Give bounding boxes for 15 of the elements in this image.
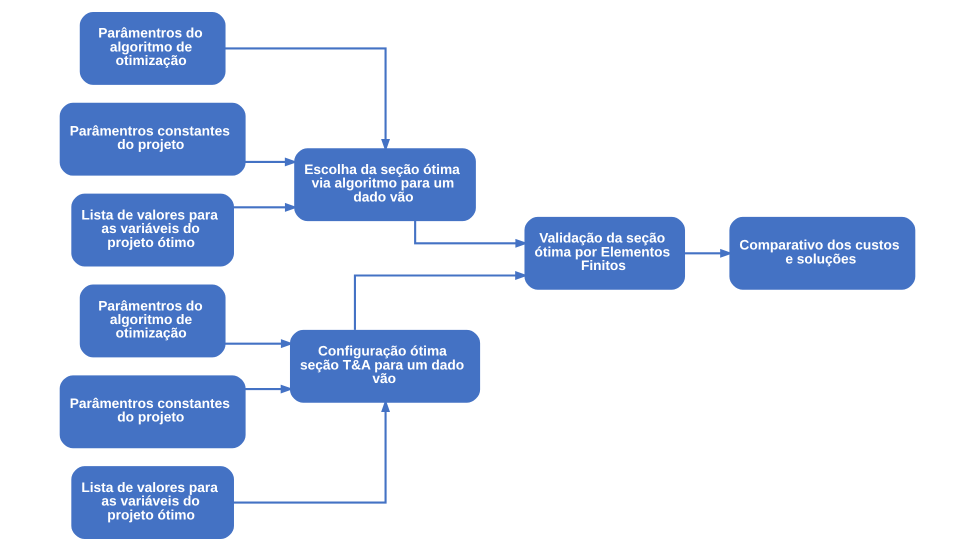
node-box: Validação da seção ótima por Elementos Finitos (524, 216, 685, 290)
arrow (244, 158, 298, 166)
node-box: Parâmentros do algoritmo de otimização (79, 284, 226, 358)
node-box: Parâmentros constantes do projeto (59, 102, 246, 176)
node-box: Escolha da seção ótima via algoritmo para um dado vão (294, 148, 476, 222)
node-box: Configuração ótima seção T&A para um dado vão (289, 330, 480, 403)
node-box: Lista de valores para as variáveis do projeto ótimo (70, 194, 234, 267)
node-box: Parâmentros constantes do projeto (59, 375, 246, 448)
node-box: Parâmentros do algoritmo de otimização (79, 12, 226, 85)
node-box: Comparativo dos custos e soluções (728, 216, 915, 290)
arrow (233, 202, 298, 212)
arrow (244, 384, 293, 394)
arrow (684, 248, 732, 258)
node-box: Lista de valores para as variáveis do projeto ótimo (70, 466, 234, 540)
arrow (353, 271, 528, 330)
